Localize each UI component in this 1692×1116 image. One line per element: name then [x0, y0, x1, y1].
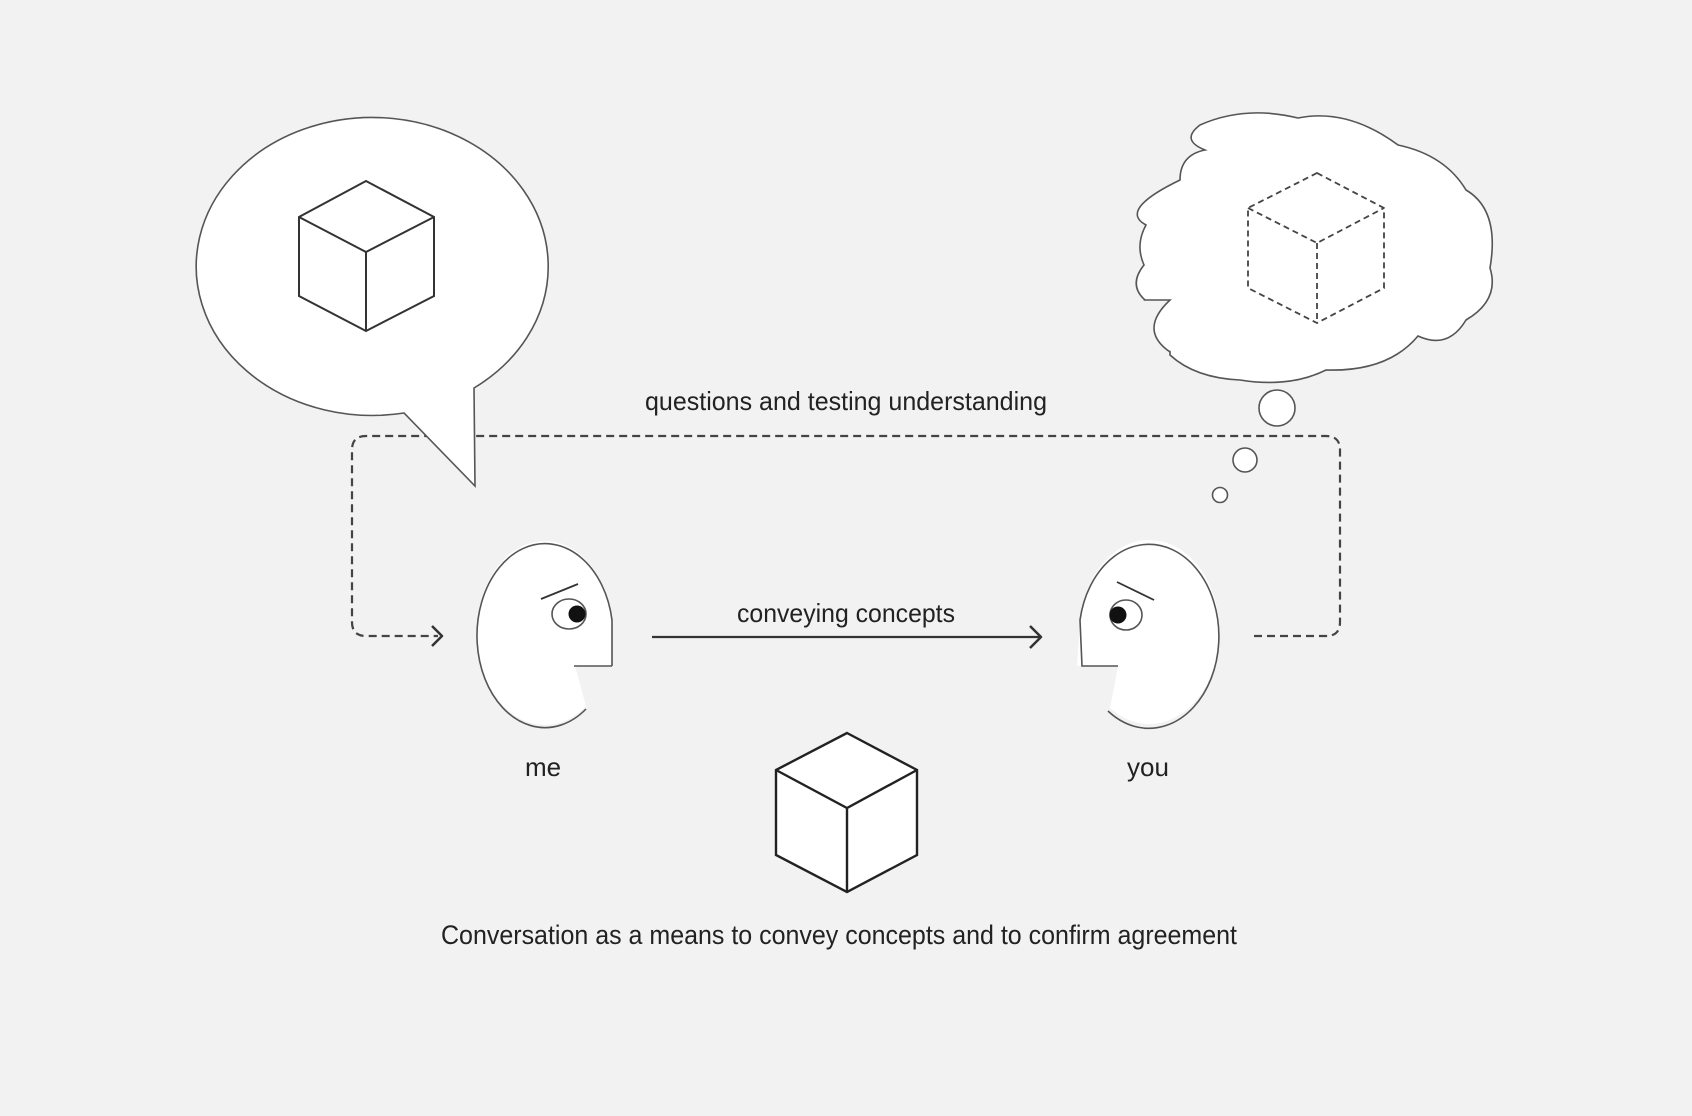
thought-dot-large	[1258, 389, 1296, 427]
feedback-arrowhead	[431, 625, 444, 647]
feedback-loop-label: questions and testing understanding	[645, 386, 1047, 416]
face-me-label: me	[525, 752, 561, 782]
solid-cube-icon	[298, 179, 435, 333]
thought-dot-small	[1211, 486, 1229, 504]
face-you-pupil	[1109, 606, 1127, 624]
diagram-caption: Conversation as a means to convey concep…	[441, 920, 1237, 950]
face-you-eyebrow	[1116, 581, 1155, 601]
forward-arrowhead	[1029, 625, 1043, 649]
face-me-eyebrow	[540, 583, 579, 600]
face-you-outline	[1079, 543, 1220, 730]
face-me-outline	[476, 542, 613, 729]
face-you-label: you	[1127, 752, 1169, 782]
face-you: you	[1077, 539, 1220, 782]
face-me: me	[476, 540, 613, 782]
shared-concept-cube-icon	[774, 731, 919, 894]
thought-bubble-outline	[1135, 112, 1494, 384]
dashed-cube-icon	[1247, 171, 1385, 325]
speech-bubble	[195, 116, 549, 488]
face-you-head	[1077, 539, 1220, 724]
thought-bubble	[1135, 112, 1494, 504]
feedback-loop-path	[350, 434, 1342, 638]
forward-arrow: conveying concepts	[652, 598, 1043, 649]
feedback-loop: questions and testing understanding	[350, 386, 1342, 647]
face-me-pupil	[568, 605, 586, 623]
forward-arrow-label: conveying concepts	[737, 598, 955, 628]
face-me-head	[476, 540, 612, 725]
thought-dot-medium	[1232, 447, 1258, 473]
